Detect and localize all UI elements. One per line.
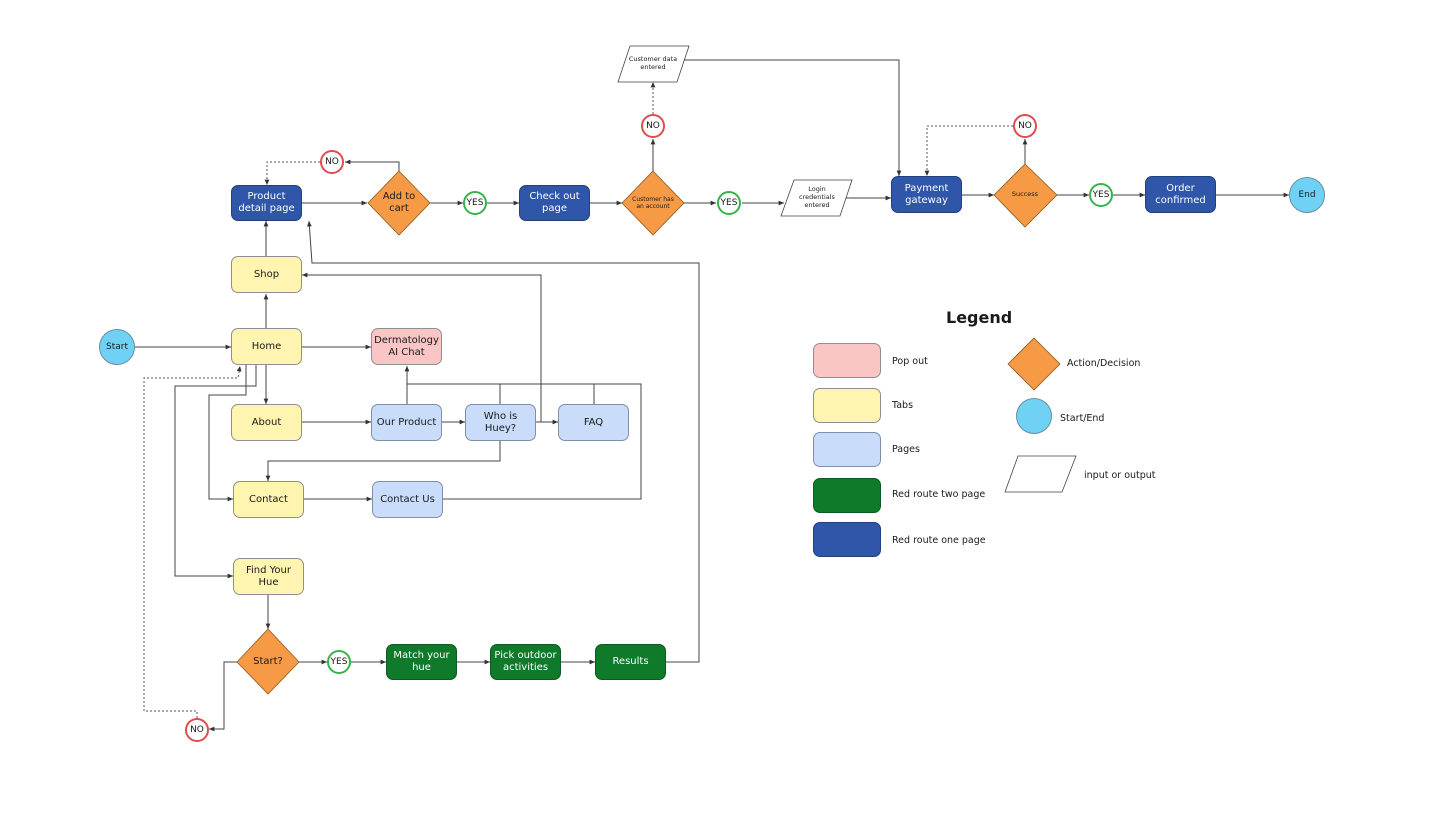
yes-after-success: YES xyxy=(1089,183,1113,207)
end-node: End xyxy=(1289,177,1325,213)
match-your-hue-page: Match your hue xyxy=(386,644,457,680)
about-tab: About xyxy=(231,404,302,441)
contact-us-page: Contact Us xyxy=(372,481,443,518)
legend-pages-label: Pages xyxy=(892,444,920,455)
legend-pop-out-label: Pop out xyxy=(892,356,928,367)
legend-tabs-swatch xyxy=(813,388,881,423)
legend-tabs-label: Tabs xyxy=(892,400,914,411)
no-after-customer-account: NO xyxy=(641,114,665,138)
legend-red-route-two-swatch xyxy=(813,478,881,513)
yes-after-customer-account: YES xyxy=(717,191,741,215)
our-product-page: Our Product xyxy=(371,404,442,441)
payment-gateway-page: Payment gateway xyxy=(891,176,962,213)
customer-data-label: Customer data entered xyxy=(628,55,678,71)
login-shape xyxy=(780,179,853,217)
who-is-huey-page: Who is Huey? xyxy=(465,404,536,441)
legend-red-route-one-label: Red route one page xyxy=(892,535,986,546)
legend-title: Legend xyxy=(946,308,1013,327)
legend-decision-diamond xyxy=(1007,337,1061,391)
legend-action-decision-label: Action/Decision xyxy=(1067,358,1141,369)
home-tab: Home xyxy=(231,328,302,365)
no-after-add-to-cart: NO xyxy=(320,150,344,174)
yes-after-start: YES xyxy=(327,650,351,674)
legend-start-end-swatch xyxy=(1016,398,1052,434)
start-question-label: Start? xyxy=(253,656,283,667)
dermatology-ai-chat-popout: Dermatology AI Chat xyxy=(371,328,442,365)
success-label: Success xyxy=(1011,190,1039,199)
no-after-success: NO xyxy=(1013,114,1037,138)
legend-pop-out-swatch xyxy=(813,343,881,378)
product-detail-page: Product detail page xyxy=(231,185,302,221)
customer-data-shape xyxy=(617,45,690,83)
legend-pages-swatch xyxy=(813,432,881,467)
find-your-hue-tab: Find Your Hue xyxy=(233,558,304,595)
shop-tab: Shop xyxy=(231,256,302,293)
order-confirmed-page: Order confirmed xyxy=(1145,176,1216,213)
results-page: Results xyxy=(595,644,666,680)
legend-input-output-label: input or output xyxy=(1084,470,1156,481)
legend-io-shape xyxy=(1004,455,1077,493)
login-credentials-label: Login credentials entered xyxy=(799,185,835,209)
no-after-start: NO xyxy=(185,718,209,742)
customer-account-diamond xyxy=(621,170,685,236)
yes-after-add-to-cart: YES xyxy=(463,191,487,215)
faq-page: FAQ xyxy=(558,404,629,441)
legend-start-end-label: Start/End xyxy=(1060,413,1105,424)
customer-account-label: Customer has an account xyxy=(632,195,674,210)
legend-red-route-two-label: Red route two page xyxy=(892,489,986,500)
start-node: Start xyxy=(99,329,135,365)
add-to-cart-label: Add to cart xyxy=(382,191,416,214)
pick-outdoor-activities-page: Pick outdoor activities xyxy=(490,644,561,680)
add-to-cart-diamond xyxy=(367,170,431,236)
success-diamond xyxy=(993,163,1058,228)
check-out-page: Check out page xyxy=(519,185,590,221)
start-decision-diamond xyxy=(236,628,300,695)
contact-tab: Contact xyxy=(233,481,304,518)
legend-red-route-one-swatch xyxy=(813,522,881,557)
